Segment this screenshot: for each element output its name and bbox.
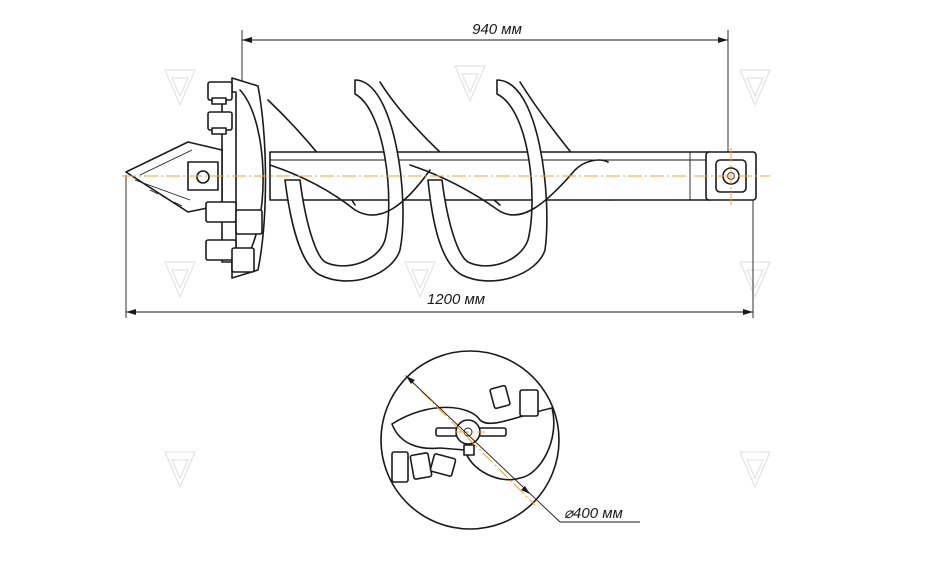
watermark-logo-icon <box>164 65 771 489</box>
dim-diameter-label: ⌀400 мм <box>564 505 623 522</box>
auger-shaft <box>269 151 711 201</box>
auger-flight-front <box>269 79 609 282</box>
auger-end-view: ⌀400 мм <box>380 350 640 530</box>
watermark <box>164 65 771 489</box>
auger-side-view: 940 мм 1200 мм <box>122 21 770 318</box>
dimension-940 <box>241 30 729 160</box>
dim-1200-label: 1200 мм <box>427 291 485 308</box>
centre-axis-end-a <box>404 374 536 506</box>
dimension-diameter <box>405 375 640 523</box>
cutting-head <box>125 77 267 279</box>
dimension-1200 <box>125 175 754 318</box>
dim-940-label: 940 мм <box>472 21 522 38</box>
end-view-teeth <box>391 384 539 483</box>
